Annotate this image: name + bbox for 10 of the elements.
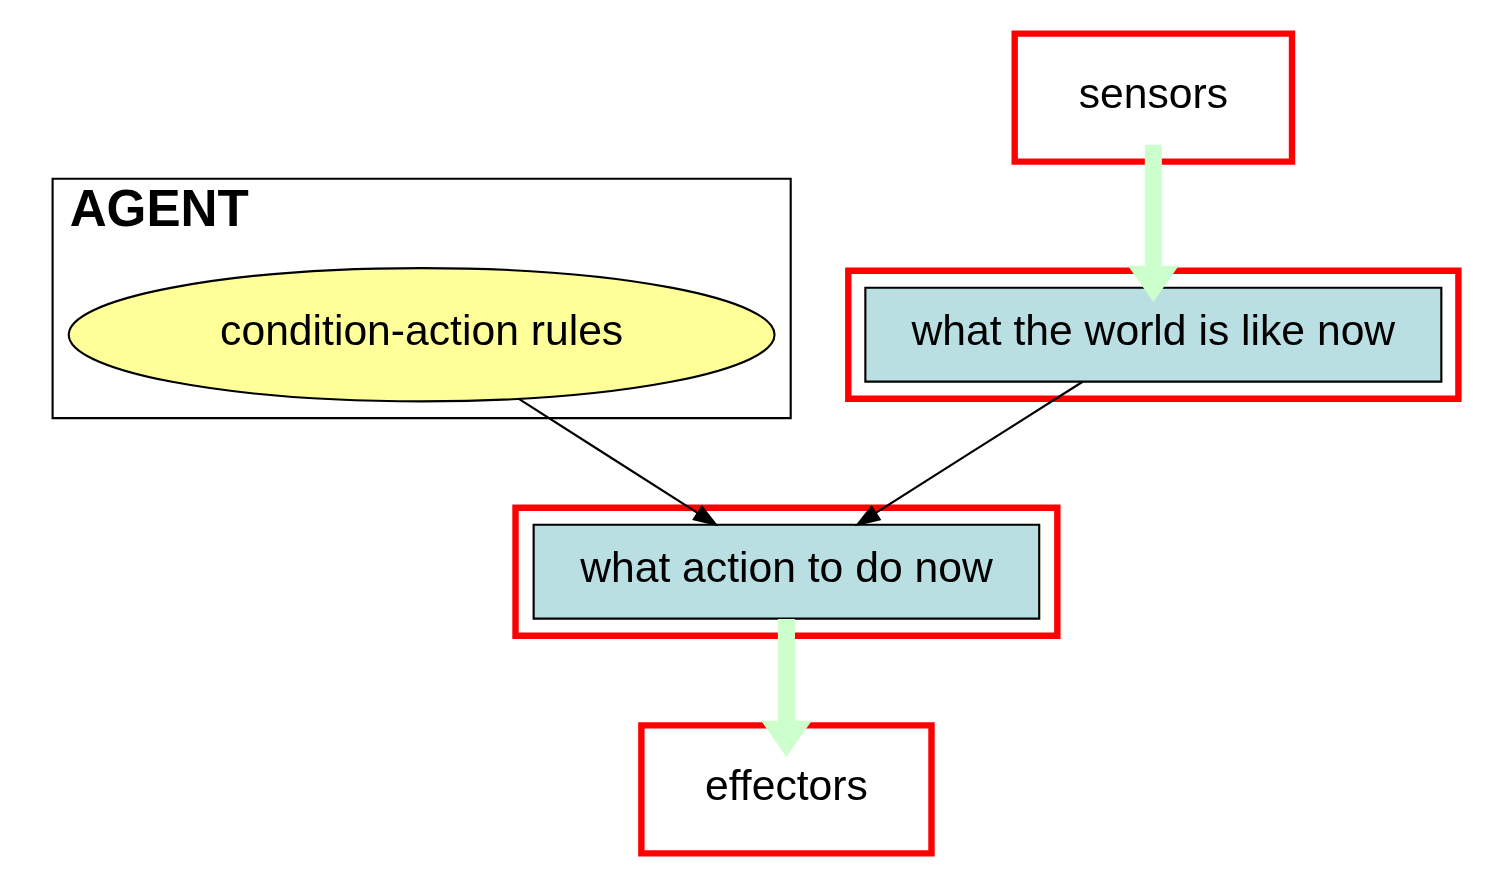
node-ellipse: condition-action rules (67, 267, 776, 403)
node-box: what the world is like now (863, 286, 1442, 383)
cluster (1011, 30, 1295, 165)
node-text: sensors (1078, 69, 1228, 118)
arrow (1127, 144, 1179, 302)
arrow (760, 619, 812, 757)
node-text: effectors (704, 761, 868, 809)
node-box: what action to do now (532, 523, 1040, 620)
arrow (517, 397, 718, 527)
arrow (854, 380, 1083, 527)
